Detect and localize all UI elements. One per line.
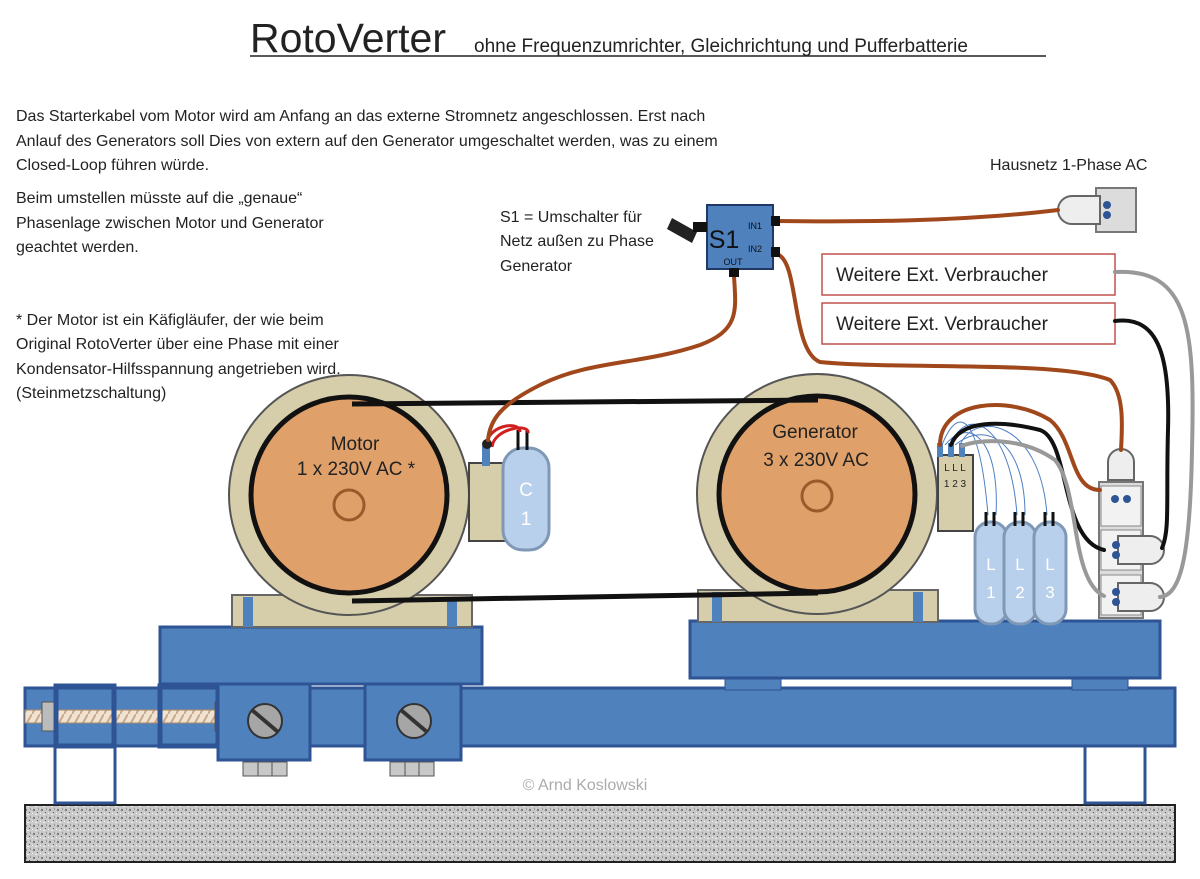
external-load-box [821, 253, 1116, 296]
terminal-labels-top: L L L [944, 463, 966, 474]
switch-lever-icon[interactable] [667, 218, 697, 243]
wall-socket [1095, 187, 1137, 233]
motor-terminal-box [468, 462, 506, 542]
wire-out-motor [486, 274, 738, 442]
wire-phase-l3 [960, 439, 1106, 598]
rod-bracket-left [53, 683, 117, 749]
clamp-left [242, 761, 288, 777]
capacitor-number: 1 [521, 509, 532, 530]
clamp-right [389, 761, 435, 777]
motor-note-line: (Steinmetzschaltung) [16, 385, 166, 402]
load-capacitor-l3 [1032, 520, 1068, 626]
load-cap-number: 2 [1015, 583, 1024, 602]
motor-shaft [332, 488, 366, 522]
load-cap-letter: L [1015, 555, 1024, 574]
load-cap-letter: L [986, 555, 995, 574]
generator-plate [688, 619, 1162, 680]
copyright-notice: © Arnd Koslowski [523, 777, 648, 794]
switch-out-label: OUT [724, 257, 744, 267]
drive-belt-top [351, 397, 819, 407]
wire-in1-grid [774, 208, 1060, 224]
plug-icon [1057, 195, 1101, 225]
phase-line: Phasenlage zwischen Motor und Generator [16, 215, 324, 232]
switch-s1[interactable] [706, 204, 774, 270]
switch-description-line: Generator [500, 258, 573, 275]
load-cap-number: 3 [1045, 583, 1054, 602]
motor-bolt [243, 597, 253, 627]
screw-slot [250, 708, 280, 734]
wire-load-2 [1113, 318, 1171, 550]
motor-plate [158, 625, 484, 686]
drive-belt-bottom [351, 590, 819, 604]
load-capacitors: L 1 L 2 L 3 [973, 512, 1068, 626]
switch-in1-label: IN1 [748, 221, 762, 231]
generator-spec: 3 x 230V AC [763, 450, 869, 471]
frame-leg-right [1083, 738, 1147, 805]
motor-bolt [447, 597, 457, 627]
generator-bolt [913, 592, 923, 622]
concrete-foundation [24, 804, 1176, 863]
intro-line: Anlauf des Generators soll Dies von exte… [16, 133, 718, 150]
switch-description: S1 = Umschalter für Netz außen zu Phase … [500, 209, 654, 275]
terminal-labels-bottom: 1 2 3 [944, 479, 967, 490]
plug-icon [1117, 535, 1165, 565]
intro-line: Das Starterkabel vom Motor wird am Anfan… [16, 108, 705, 125]
switch-description-line: Netz außen zu Phase [500, 233, 654, 250]
generator-bolt [712, 592, 722, 622]
screw-slot [399, 708, 429, 734]
wire-in2-generator [774, 252, 1124, 452]
motor-name: Motor [331, 434, 380, 455]
plug-icon [1117, 582, 1165, 612]
motor-note-line: * Der Motor ist ein Käfigläufer, der wie… [16, 312, 324, 329]
external-load-box [821, 302, 1116, 345]
nut-left [41, 701, 55, 732]
generator-shaft [800, 479, 834, 513]
motor-note-line: Kondensator-Hilfsspannung angetrieben wi… [16, 361, 341, 378]
motor-note-line: Original RotoVerter über eine Phase mit … [16, 336, 340, 353]
load-cap-number: 1 [986, 583, 995, 602]
switch-in2-label: IN2 [748, 244, 762, 254]
frame-leg-left [53, 738, 117, 805]
motor-note-paragraph: * Der Motor ist ein Käfigläufer, der wie… [16, 312, 341, 402]
phase-line: Beim umstellen müsste auf die „genaue“ [16, 190, 302, 207]
switch-label: S1 [709, 226, 740, 254]
generator-name: Generator [772, 422, 858, 443]
intro-line: Closed-Loop führen würde. [16, 157, 209, 174]
phase-paragraph: Beim umstellen müsste auf die „genaue“ P… [16, 190, 324, 256]
wire-phase-l2 [949, 421, 1106, 552]
phase-line: geachtet werden. [16, 239, 139, 256]
motor-spec: 1 x 230V AC * [297, 459, 416, 480]
wire-load-1 [1113, 269, 1195, 599]
page-subtitle: ohne Frequenzumrichter, Gleichrichtung u… [474, 36, 968, 57]
external-load-label: Weitere Ext. Verbraucher [836, 265, 1049, 286]
terminal-dot [482, 439, 492, 449]
grid-label: Hausnetz 1-Phase AC [990, 157, 1147, 174]
wire-phase-l1 [938, 403, 1102, 492]
external-load-label: Weitere Ext. Verbraucher [836, 314, 1049, 335]
intro-paragraph: Das Starterkabel vom Motor wird am Anfan… [16, 108, 718, 174]
generator-terminal-box [937, 454, 974, 532]
plug-icon [1107, 448, 1135, 481]
switch-description-line: S1 = Umschalter für [500, 209, 643, 226]
load-cap-letter: L [1045, 555, 1054, 574]
page-title: RotoVerter [250, 15, 446, 61]
motor-rotor [248, 394, 450, 596]
capacitor-letter: C [519, 480, 533, 501]
socket [1100, 485, 1142, 527]
